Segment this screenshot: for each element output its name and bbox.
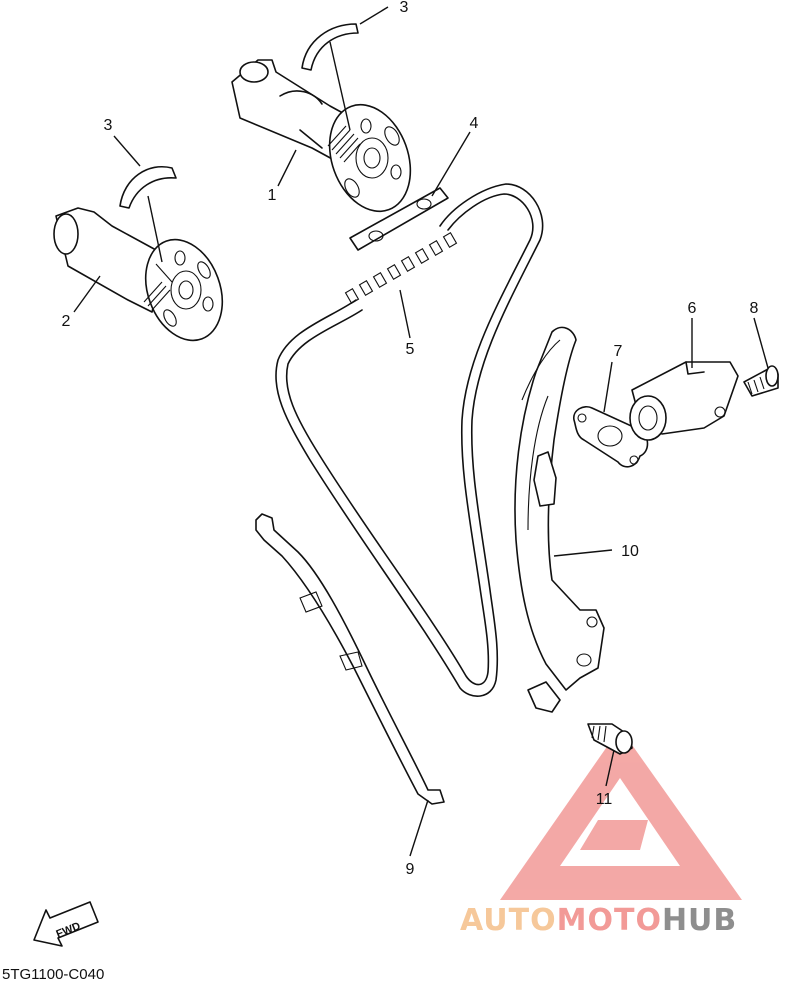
callout-11: 11 — [596, 791, 613, 808]
callout-2: 2 — [62, 313, 71, 330]
forward-direction-arrow: FWD — [33, 901, 99, 947]
watermark-auto: AUTO — [460, 903, 557, 938]
callout-8: 8 — [750, 300, 759, 317]
callout-10: 10 — [621, 543, 639, 560]
callout-5: 5 — [406, 341, 415, 358]
callout-3-top: 3 — [400, 0, 409, 16]
watermark-moto: MOTO — [557, 903, 662, 938]
tensioner-bolt — [743, 365, 779, 397]
leader-lines — [73, 6, 769, 857]
chain-tensioner — [629, 361, 739, 441]
watermark-hub: HUB — [662, 903, 737, 938]
chain-guide-left — [255, 513, 445, 805]
camshaft-intake — [53, 207, 224, 342]
guide-bolt — [587, 723, 633, 755]
callout-3-left: 3 — [104, 117, 113, 134]
watermark-logo — [500, 728, 742, 900]
diagram-code: 5TG1100-C040 — [2, 966, 104, 981]
callout-7: 7 — [614, 343, 623, 360]
callout-4: 4 — [470, 115, 479, 132]
camshaft-exhaust — [231, 59, 412, 213]
retaining-clip-upper — [301, 23, 359, 71]
cam-chain — [275, 183, 544, 697]
callout-6: 6 — [688, 300, 697, 317]
watermark-text: AUTOMOTOHUB — [460, 903, 737, 938]
chain-guide-top — [349, 187, 449, 251]
callout-1: 1 — [268, 187, 277, 204]
tensioner-gasket — [573, 405, 649, 468]
tensioner-guide — [514, 326, 605, 713]
callout-9: 9 — [406, 861, 415, 878]
retaining-clip-left — [119, 166, 177, 209]
